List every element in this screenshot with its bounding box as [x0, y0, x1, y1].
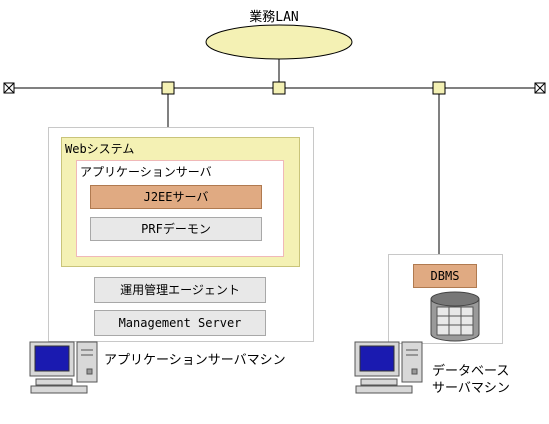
computer-icon	[29, 341, 98, 394]
computer-icon	[354, 341, 423, 394]
dbms-box: DBMS	[413, 264, 477, 288]
network-terminator-icon	[534, 82, 546, 94]
prf-daemon-box: PRFデーモン	[90, 217, 262, 241]
j2ee-server-box: J2EEサーバ	[90, 185, 262, 209]
app-server-machine-caption: アプリケーションサーバマシン	[104, 353, 286, 368]
lan-label: 業務LAN	[249, 10, 299, 25]
db-server-machine-caption-line1: データベース	[432, 364, 510, 379]
web-system-label: Webシステム	[65, 142, 135, 156]
network-node-icon	[161, 81, 175, 95]
management-agent-box: 運用管理エージェント	[94, 277, 266, 303]
management-server-box: Management Server	[94, 310, 266, 336]
application-server-label: アプリケーションサーバ	[80, 165, 212, 179]
database-icon	[430, 291, 480, 342]
network-node-icon	[272, 81, 286, 95]
db-server-machine-caption-line2: サーバマシン	[432, 381, 510, 396]
network-node-icon	[432, 81, 446, 95]
network-terminator-icon	[3, 82, 15, 94]
